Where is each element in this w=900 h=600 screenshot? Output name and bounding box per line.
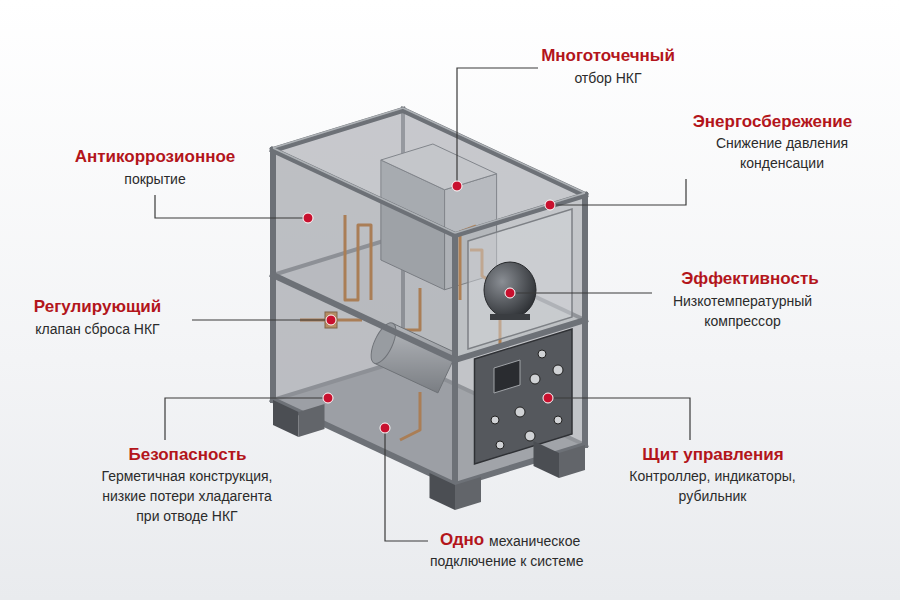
callout-text: Низкотемпературный компрессор xyxy=(660,291,825,331)
frame-highlight xyxy=(455,193,585,233)
leader-line xyxy=(165,398,328,440)
cabinet-frame xyxy=(455,320,585,360)
cabinet-feet xyxy=(559,445,585,478)
cabinet-frame xyxy=(273,110,585,485)
control-panel xyxy=(491,416,499,424)
callout-heading: Щит управления xyxy=(598,445,828,465)
callout-dot xyxy=(326,315,336,325)
cabinet-feet xyxy=(534,441,560,478)
cabinet-feet xyxy=(273,400,585,510)
leader-line xyxy=(457,68,538,186)
callout-text: Герметичная конструкция, низкие потери х… xyxy=(92,466,282,526)
callout-dot xyxy=(303,213,313,223)
callout-dot xyxy=(452,181,462,191)
leader-line xyxy=(192,319,331,320)
leader-line xyxy=(385,428,428,541)
compressor xyxy=(484,262,536,318)
control-panel xyxy=(554,416,562,424)
callout-heading: Антикоррозионное xyxy=(40,147,270,167)
cabinet-frame xyxy=(455,195,585,235)
frame-highlight xyxy=(273,148,455,233)
callout-dot xyxy=(323,393,333,403)
callout-text: механическое подключение к системе xyxy=(430,531,645,571)
callout-dot xyxy=(303,181,555,433)
frame-highlight xyxy=(273,108,403,148)
leader-line xyxy=(510,292,652,293)
callout-dot xyxy=(545,200,555,210)
cabinet-front xyxy=(273,110,585,485)
callout-heading: Многоточечный xyxy=(520,46,696,66)
callout-text: клапан сброса НКГ xyxy=(5,319,190,339)
cabinet-feet xyxy=(273,400,299,437)
compressor xyxy=(484,262,536,320)
callout-text: Снижение давления конденсации xyxy=(692,133,872,173)
control-panel xyxy=(494,360,520,393)
callout-dot xyxy=(380,423,390,433)
control-panel xyxy=(525,431,535,441)
frame-highlight xyxy=(273,108,585,233)
cabinet-frame xyxy=(273,150,455,235)
callout-dot xyxy=(505,288,515,298)
callout-dot xyxy=(543,393,553,403)
compressor xyxy=(490,314,530,320)
leader-line xyxy=(550,179,686,205)
leader-line xyxy=(155,195,308,218)
callout-heading: Энергосбережение xyxy=(660,112,885,132)
cabinet-feet xyxy=(299,404,325,437)
cabinet-feet xyxy=(455,477,481,510)
cabinet-front xyxy=(455,195,585,485)
callout-heading: Одно xyxy=(440,530,484,550)
control-panel xyxy=(538,350,546,358)
cabinet-frame xyxy=(403,110,585,195)
control-panel xyxy=(515,407,525,417)
cabinet-front xyxy=(273,110,585,235)
callout-text: отбор НКГ xyxy=(520,68,696,88)
cabinet-frame xyxy=(273,275,455,360)
cabinet-back xyxy=(273,110,585,485)
callout-heading: Безопасность xyxy=(70,445,305,465)
leader-line xyxy=(548,398,690,440)
callout-text: покрытие xyxy=(40,169,270,189)
control-panel xyxy=(530,374,540,384)
frame-highlight xyxy=(403,108,585,193)
callout-heading: Регулирующий xyxy=(5,297,190,317)
cabinet-frame xyxy=(273,110,403,150)
cabinet-frame xyxy=(273,400,455,485)
callout-heading: Эффективность xyxy=(655,269,845,289)
control-panel xyxy=(553,365,563,375)
cabinet-feet xyxy=(430,473,456,510)
callout-text: Контроллер, индикаторы, рубильник xyxy=(620,466,805,506)
control-panel xyxy=(496,441,504,449)
